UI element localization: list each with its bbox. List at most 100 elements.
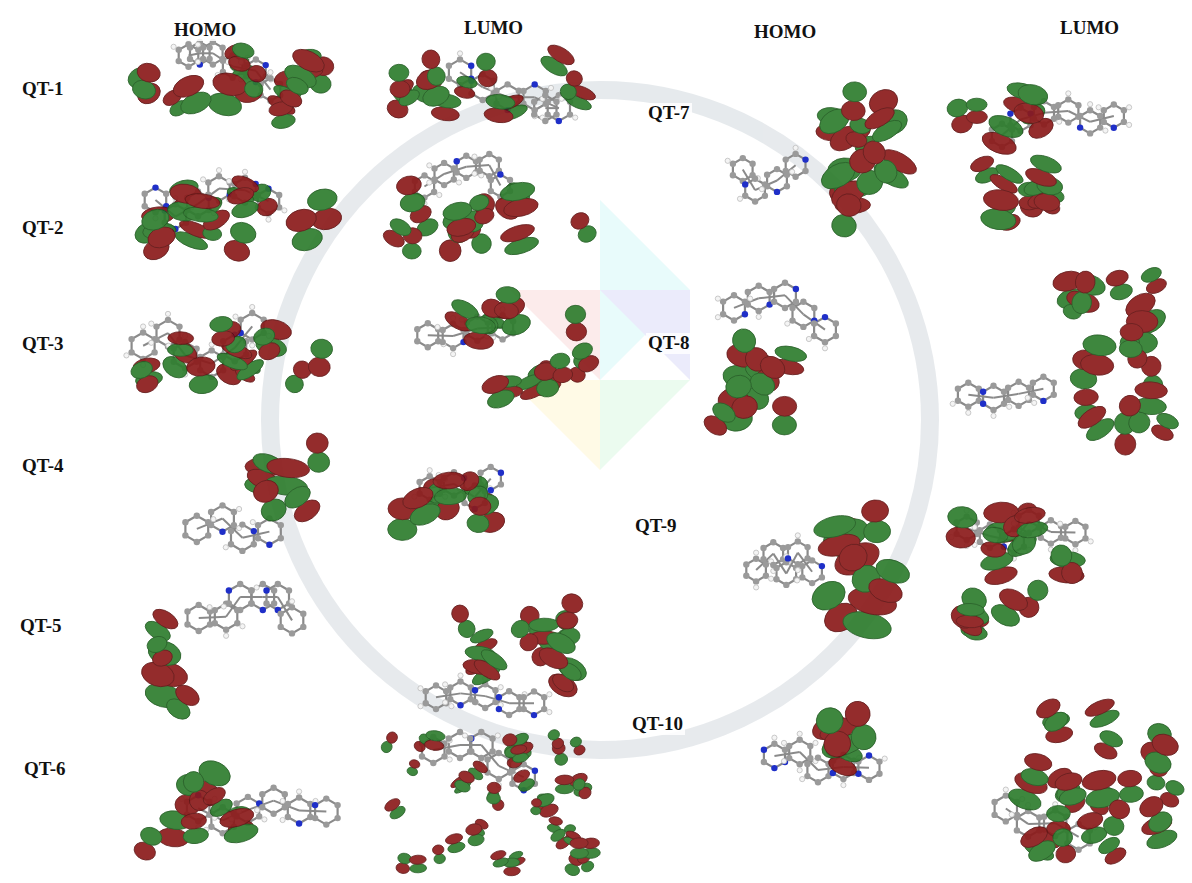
hydrogen-atom [1058, 521, 1063, 526]
atom [285, 814, 291, 820]
bond-line [299, 810, 326, 811]
atom [764, 172, 770, 178]
atom [753, 578, 759, 584]
hydrogen-atom [418, 704, 423, 709]
atom [965, 380, 971, 386]
bond-line [263, 596, 278, 598]
orbital-plot [991, 695, 1186, 867]
atom [1111, 125, 1117, 131]
atom [206, 56, 212, 62]
hydrogen-atom [797, 768, 802, 773]
atom [285, 801, 291, 807]
hydrogen-atom [280, 798, 285, 803]
atom [433, 682, 439, 688]
atom [498, 470, 504, 476]
atom [784, 183, 790, 189]
orbital-lobe [1083, 696, 1117, 720]
hydrogen-atom [759, 187, 764, 192]
atom [255, 522, 261, 528]
orbital-lobe [138, 824, 165, 848]
atom [196, 602, 202, 608]
orbital-lobe [1047, 541, 1076, 570]
bond-ring [1104, 105, 1124, 128]
atom [270, 785, 276, 791]
orbital-lobe [231, 41, 256, 61]
atom [194, 513, 200, 519]
atom [289, 604, 295, 610]
atom [730, 161, 736, 167]
orbital-lobe [859, 137, 890, 168]
atom [1014, 814, 1020, 820]
bond-ring [231, 525, 254, 551]
atom [774, 166, 780, 172]
atom [786, 755, 792, 761]
atom [793, 286, 799, 292]
hydrogen-atom [472, 154, 477, 159]
atom [542, 118, 548, 124]
orbital-plot [414, 285, 601, 411]
orbital-lobes [131, 172, 343, 264]
orbital-lobe [1116, 392, 1145, 420]
atom [509, 768, 515, 774]
atom [296, 794, 302, 800]
atom [493, 88, 499, 94]
atom [251, 528, 257, 534]
atom [809, 557, 815, 563]
atom [478, 729, 484, 735]
atom [187, 56, 193, 62]
row-label: QT-3 [20, 334, 66, 355]
column-heading: HOMO [752, 22, 818, 43]
atom [553, 111, 559, 117]
atom [804, 544, 810, 550]
orbital-lobe [499, 221, 537, 245]
bond-line [428, 334, 453, 337]
atom [447, 684, 453, 690]
atom [323, 821, 329, 827]
orbital-lobe [485, 93, 516, 111]
bond-line [226, 597, 240, 617]
hydrogen-atom [797, 731, 802, 736]
atom [259, 791, 265, 797]
orbital-lobe [993, 161, 1026, 187]
atom [752, 176, 758, 182]
orbital-lobe [529, 618, 559, 632]
orbital-lobe [873, 555, 913, 588]
orbital-lobe [185, 355, 216, 378]
atom [1030, 392, 1036, 398]
atom [248, 587, 254, 593]
orbital-lobe [463, 331, 495, 351]
orbital-plot [131, 168, 343, 265]
orbital-lobe [1033, 695, 1063, 722]
hydrogen-atom [443, 700, 448, 705]
atom [811, 320, 817, 326]
atom [876, 758, 882, 764]
orbital-lobe [1013, 505, 1046, 526]
orbital-lobe [947, 505, 978, 529]
orbital-lobe [554, 752, 569, 766]
atom [423, 688, 429, 694]
bond-line [248, 801, 274, 810]
hydrogen-atom [449, 704, 454, 709]
atom [785, 555, 791, 561]
bond-ring [185, 516, 208, 542]
atom [282, 791, 288, 797]
orbital-lobe [1028, 152, 1064, 177]
hydrogen-atom [1007, 404, 1012, 409]
atom [745, 301, 751, 307]
orbital-lobe [861, 499, 890, 524]
orbital-lobe [1016, 82, 1050, 108]
atom [176, 58, 182, 64]
atom [488, 487, 494, 493]
atom [743, 573, 749, 579]
bond-line [436, 693, 461, 697]
atom [800, 299, 806, 305]
orbital-lobe [723, 372, 754, 401]
atom [720, 311, 726, 317]
hydrogen-atom [547, 692, 552, 697]
orbital-lobe [478, 646, 510, 674]
orbital-lobe [841, 100, 866, 122]
orbital-lobe [1074, 402, 1109, 433]
atom [773, 576, 779, 582]
hydrogen-atom [1009, 812, 1014, 817]
atom [275, 581, 281, 587]
